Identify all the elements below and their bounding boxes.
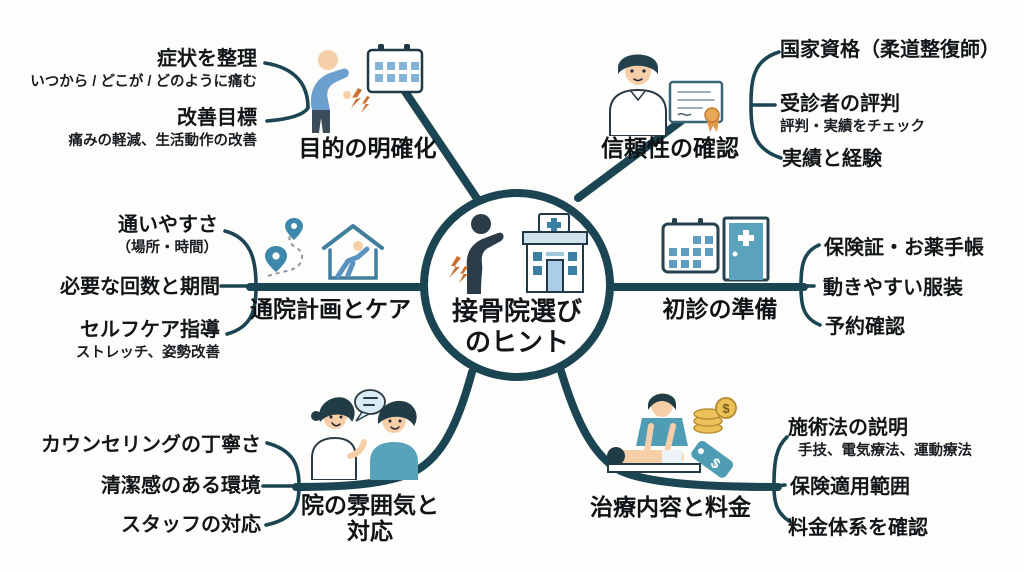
trust-item-2: 受診者の評判 評判・実績をチェック [780, 92, 925, 136]
branch-label-treatment: 治療内容と料金 [590, 494, 751, 520]
branch-label-prep: 初診の準備 [662, 296, 778, 322]
prep-item-1: 保険証・お薬手帳 [824, 236, 984, 260]
treatment-item-1: 施術法の説明 手技、電気療法、運動療法 [788, 416, 972, 460]
item-sub: いつから / どこが / どのように痛む [30, 74, 257, 90]
item-title: 料金体系を確認 [788, 517, 928, 539]
item-sub: 痛みの軽減、生活動作の改善 [68, 133, 258, 149]
item-sub: （場所・時間） [116, 240, 219, 256]
branch-label-atmosphere-line2: 対応 [347, 518, 393, 545]
treatment-item-3: 料金体系を確認 [788, 516, 928, 540]
patient-on-table-icon [607, 447, 701, 473]
center-title-line1: 接骨院選び [451, 296, 582, 327]
branch-label-goal: 目的の明確化 [298, 135, 437, 161]
bracket-trust [749, 50, 783, 160]
item-sub: 手技、電気療法、運動療法 [798, 443, 972, 459]
route-pins-home-stretch-icon [265, 218, 384, 280]
item-title: 保険証・お薬手帳 [824, 237, 984, 259]
bracket-goal [263, 61, 310, 123]
prep-item-3: 予約確認 [825, 315, 905, 339]
treatment-item-2: 保険適用範囲 [790, 475, 910, 499]
item-title: 実績と経験 [782, 148, 882, 170]
plan-item-2: 必要な回数と期間 [60, 275, 220, 299]
item-title: 通いやすさ [118, 214, 218, 236]
branch-label-atmosphere-line1: 院の雰囲気と [301, 492, 439, 518]
center-icons [449, 213, 588, 295]
bracket-atmosphere [261, 441, 301, 527]
calendar-clinic-door-icon [661, 216, 770, 282]
massage-payment-icon: $ $ [607, 393, 737, 478]
item-title: 予約確認 [825, 316, 905, 338]
item-title: 国家資格（柔道整復師） [780, 39, 1000, 61]
branch-label-trust: 信頼性の確認 [601, 135, 739, 161]
atmosphere-item-3: スタッフの対応 [121, 513, 261, 537]
atmosphere-item-2: 清潔感のある環境 [101, 474, 261, 498]
item-title: 受診者の評判 [780, 93, 900, 115]
item-title: カウンセリングの丁寧さ [41, 434, 261, 456]
staff-patient-conversation-icon [311, 389, 418, 480]
item-title: 保険適用範囲 [790, 476, 910, 498]
line-to-goal [400, 86, 482, 204]
item-title: スタッフの対応 [121, 514, 261, 536]
item-sub: ストレッチ、姿勢改善 [75, 345, 220, 361]
goal-item-1: 症状を整理 いつから / どこが / どのように痛む [30, 47, 257, 91]
therapist-icon [636, 393, 688, 455]
center-title-line2: のヒント [464, 327, 569, 357]
back-pain-person-icon [449, 214, 504, 295]
back-pain-calendar-icon [310, 44, 424, 133]
item-title: セルフケア指導 [80, 319, 220, 341]
item-title: 症状を整理 [157, 48, 257, 70]
branch-label-plan: 通院計画とケア [250, 296, 411, 322]
bracket-prep [799, 243, 822, 327]
svg-text:$: $ [722, 401, 730, 416]
item-title: 必要な回数と期間 [60, 276, 220, 298]
bracket-treatment [772, 435, 791, 523]
price-tag-icon: $ [691, 440, 734, 478]
bracket-plan [219, 229, 258, 336]
coins-icon: $ [693, 397, 737, 434]
branch-label-atmosphere: 院の雰囲気と 対応 [285, 492, 455, 545]
practitioner-certificate-icon [609, 54, 724, 136]
prep-item-2: 動きやすい服装 [823, 276, 963, 300]
item-title: 清潔感のある環境 [101, 475, 261, 497]
item-title: 動きやすい服装 [823, 277, 963, 299]
center-topic: 接骨院選び のヒント [420, 189, 614, 381]
plan-item-3: セルフケア指導 ストレッチ、姿勢改善 [76, 318, 220, 362]
atmosphere-item-1: カウンセリングの丁寧さ [41, 433, 261, 457]
trust-item-3: 実績と経験 [782, 147, 882, 171]
goal-item-2: 改善目標 痛みの軽減、生活動作の改善 [69, 106, 258, 150]
center-title: 接骨院選び のヒント [452, 296, 582, 357]
plan-item-1: 通いやすさ （場所・時間） [117, 213, 219, 257]
item-sub: 評判・実績をチェック [780, 119, 925, 135]
item-title: 施術法の説明 [788, 417, 908, 439]
item-bracket-lines [219, 50, 822, 527]
trust-item-1: 国家資格（柔道整復師） [780, 38, 1000, 62]
item-title: 改善目標 [177, 107, 257, 129]
clinic-building-icon [522, 213, 588, 294]
